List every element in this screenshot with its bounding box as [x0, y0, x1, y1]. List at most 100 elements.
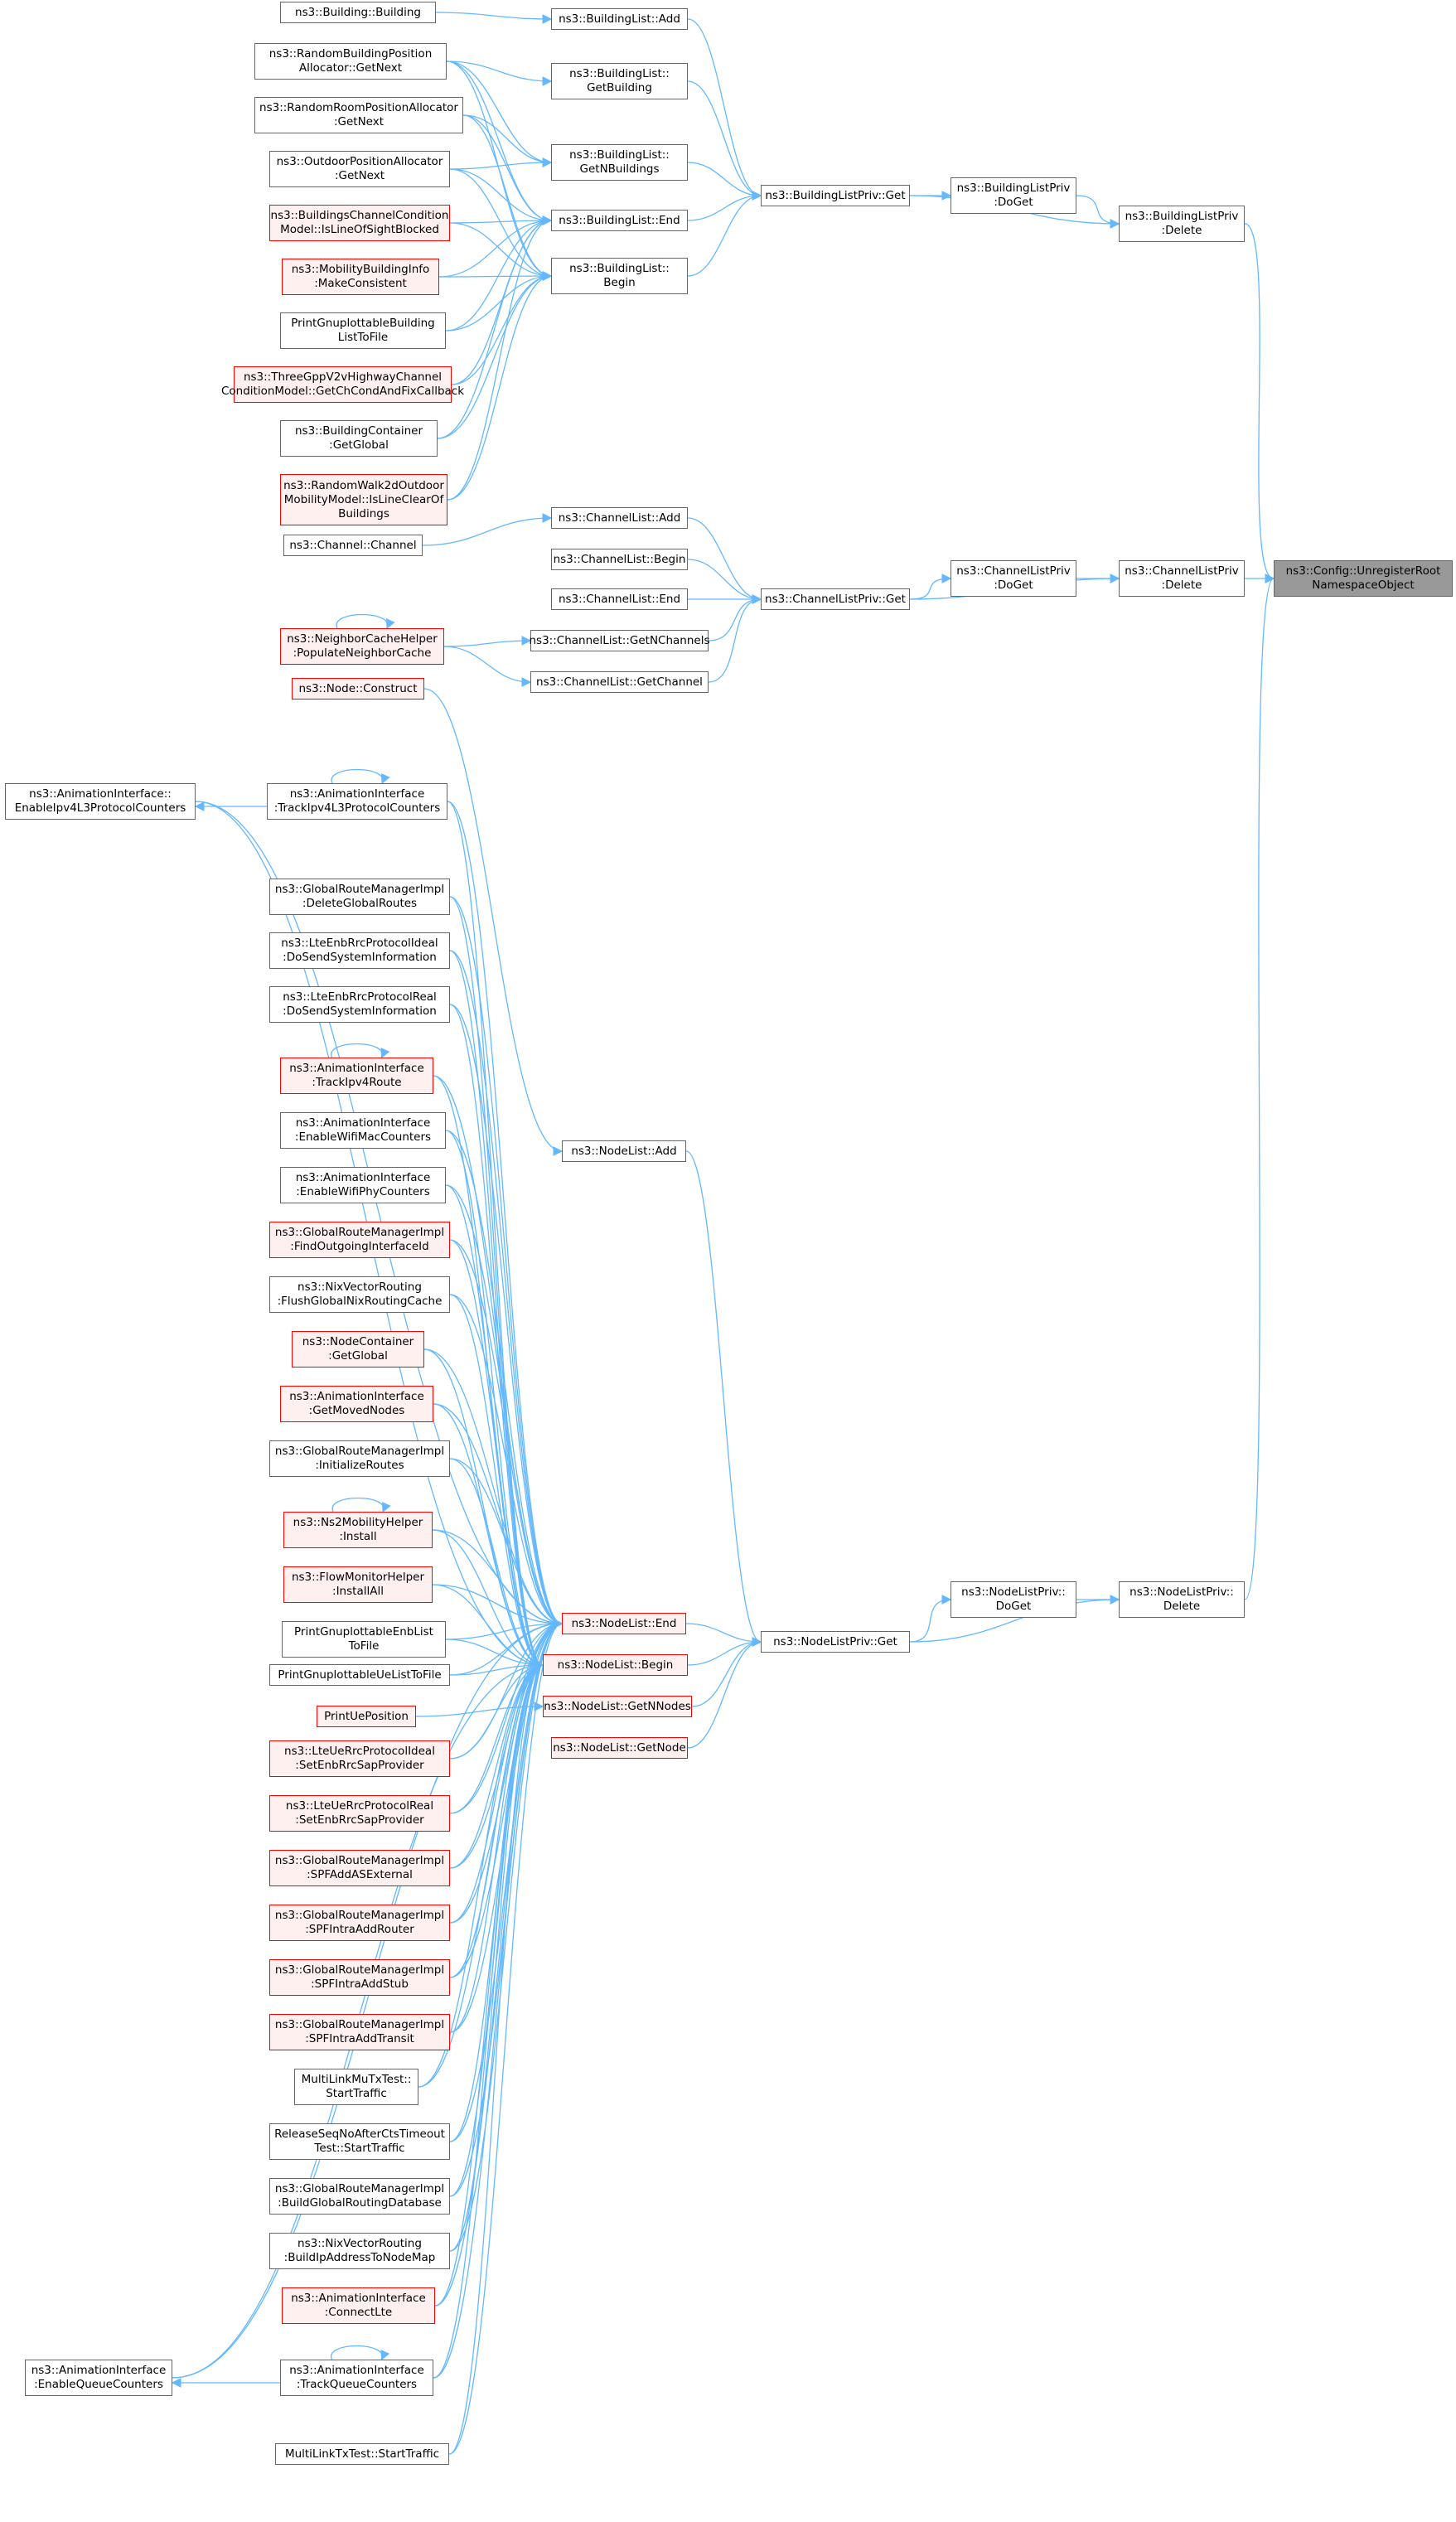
- node-label-line: ns3::GlobalRouteManagerImpl: [274, 1854, 445, 1867]
- graph-node-node-construct[interactable]: ns3::Node::Construct: [292, 678, 424, 699]
- graph-node-pg-ue[interactable]: PrintGnuplottableUeListToFile: [269, 1664, 450, 1686]
- graph-node-ai-moved[interactable]: ns3::AnimationInterface:GetMovedNodes: [280, 1386, 433, 1422]
- graph-node-nlp-delete[interactable]: ns3::NodeListPriv::Delete: [1119, 1581, 1245, 1618]
- call-edge: [446, 61, 553, 225]
- call-edge: [331, 1497, 391, 1513]
- node-label-line: DoGet: [995, 1600, 1032, 1613]
- graph-node-bl-getbuilding[interactable]: ns3::BuildingList::GetBuilding: [551, 63, 688, 99]
- graph-node-ml-start[interactable]: MultiLinkTxTest::StartTraffic: [275, 2443, 449, 2465]
- call-edge: [418, 1660, 544, 2088]
- graph-node-grm-find[interactable]: ns3::GlobalRouteManagerImpl:FindOutgoing…: [269, 1222, 450, 1258]
- graph-node-ns2-install[interactable]: ns3::Ns2MobilityHelper:Install: [283, 1512, 433, 1548]
- graph-node-lte-ideal-dosend[interactable]: ns3::LteEnbRrcProtocolIdeal:DoSendSystem…: [269, 932, 450, 969]
- graph-node-rrpa[interactable]: ns3::RandomRoomPositionAllocator:GetNext: [254, 97, 463, 133]
- graph-node-mbi[interactable]: ns3::MobilityBuildingInfo:MakeConsistent: [282, 259, 439, 295]
- graph-node-nl-begin[interactable]: ns3::NodeList::Begin: [543, 1654, 688, 1676]
- graph-node-ai-enable-ipv4[interactable]: ns3::AnimationInterface::EnableIpv4L3Pro…: [5, 783, 196, 820]
- node-label-line: :DoSendSystemInformation: [283, 951, 437, 964]
- graph-node-cl-getch[interactable]: ns3::ChannelList::GetChannel: [530, 671, 709, 693]
- graph-node-cl-end[interactable]: ns3::ChannelList::End: [551, 588, 688, 610]
- node-label-line: ns3::GlobalRouteManagerImpl: [274, 2018, 445, 2031]
- call-edge: [691, 1637, 762, 1707]
- graph-node-b-building[interactable]: ns3::Building::Building: [280, 2, 436, 23]
- call-edge: [449, 1239, 564, 1629]
- graph-node-grm-build[interactable]: ns3::GlobalRouteManagerImpl:BuildGlobalR…: [269, 2178, 450, 2215]
- graph-node-nl-add[interactable]: ns3::NodeList::Add: [562, 1140, 686, 1162]
- graph-node-ai-track-queue[interactable]: ns3::AnimationInterface:TrackQueueCounte…: [280, 2360, 433, 2396]
- call-edge: [445, 215, 553, 332]
- call-edge: [449, 215, 553, 225]
- node-label-line: ReleaseSeqNoAfterCtsTimeout: [274, 2127, 445, 2141]
- graph-node-grm-spf-router[interactable]: ns3::GlobalRouteManagerImpl:SPFIntraAddR…: [269, 1905, 450, 1941]
- graph-node-print-ue[interactable]: PrintUePosition: [317, 1706, 416, 1727]
- graph-node-clp-doget[interactable]: ns3::ChannelListPriv:DoGet: [951, 560, 1076, 597]
- node-label-line: :ConnectLte: [324, 2306, 393, 2319]
- graph-node-nc-global[interactable]: ns3::NodeContainer:GetGlobal: [292, 1331, 424, 1367]
- call-edge: [418, 1619, 564, 2088]
- node-label-line: ns3::FlowMonitorHelper: [291, 1571, 425, 1584]
- node-label-line: ns3::OutdoorPositionAllocator: [276, 155, 443, 168]
- node-label-line: ns3::ChannelList::GetNChannels: [529, 633, 710, 647]
- graph-node-mlmu[interactable]: MultiLinkMuTxTest::StartTraffic: [294, 2069, 418, 2105]
- graph-node-bl-end[interactable]: ns3::BuildingList::End: [551, 210, 688, 231]
- graph-node-bl-getn[interactable]: ns3::BuildingList::GetNBuildings: [551, 144, 688, 181]
- graph-node-ai-track-ipv4[interactable]: ns3::AnimationInterface:TrackIpv4L3Proto…: [267, 783, 447, 820]
- graph-node-nix-build[interactable]: ns3::NixVectorRouting:BuildIpAddressToNo…: [269, 2233, 450, 2269]
- node-label-line: ns3::NodeListPriv::: [961, 1585, 1066, 1599]
- graph-node-blp-delete[interactable]: ns3::BuildingListPriv:Delete: [1119, 206, 1245, 242]
- graph-node-opa[interactable]: ns3::OutdoorPositionAllocator:GetNext: [269, 151, 450, 187]
- graph-node-ai-track-route[interactable]: ns3::AnimationInterface:TrackIpv4Route: [280, 1058, 433, 1094]
- graph-node-nl-getn[interactable]: ns3::NodeList::GetNNodes: [543, 1696, 692, 1717]
- graph-node-grm-delete[interactable]: ns3::GlobalRouteManagerImpl:DeleteGlobal…: [269, 879, 450, 915]
- call-edge: [449, 1619, 564, 2252]
- graph-node-bl-begin[interactable]: ns3::BuildingList::Begin: [551, 258, 688, 294]
- graph-node-cl-begin[interactable]: ns3::ChannelList::Begin: [551, 549, 688, 570]
- graph-node-blp-doget[interactable]: ns3::BuildingListPriv:DoGet: [951, 177, 1076, 214]
- graph-node-ai-connectlte[interactable]: ns3::AnimationInterface:ConnectLte: [282, 2287, 435, 2324]
- graph-node-grm-spf-stub[interactable]: ns3::GlobalRouteManagerImpl:SPFIntraAddS…: [269, 1959, 450, 1996]
- graph-node-nlp-doget[interactable]: ns3::NodeListPriv::DoGet: [951, 1581, 1076, 1618]
- node-label-line: ns3::AnimationInterface: [289, 1390, 424, 1403]
- graph-node-ai-enable-queue[interactable]: ns3::AnimationInterface:EnableQueueCount…: [25, 2360, 172, 2396]
- graph-node-blp-get[interactable]: ns3::BuildingListPriv::Get: [761, 185, 910, 206]
- graph-node-fm-installall[interactable]: ns3::FlowMonitorHelper:InstallAll: [283, 1566, 433, 1603]
- graph-node-nl-end[interactable]: ns3::NodeList::End: [562, 1613, 686, 1634]
- node-label-line: GetNBuildings: [579, 162, 660, 176]
- graph-node-lte-ue-ideal[interactable]: ns3::LteUeRrcProtocolIdeal:SetEnbRrcSapP…: [269, 1740, 450, 1777]
- call-edge: [331, 768, 390, 785]
- graph-node-nix-flush[interactable]: ns3::NixVectorRouting:FlushGlobalNixRout…: [269, 1276, 450, 1313]
- graph-node-bl-add[interactable]: ns3::BuildingList::Add: [551, 8, 688, 30]
- call-edge: [447, 801, 564, 1629]
- node-label-line: ns3::NixVectorRouting: [297, 1280, 422, 1294]
- graph-node-nch[interactable]: ns3::NeighborCacheHelper:PopulateNeighbo…: [280, 628, 444, 665]
- node-label-line: :EnableWifiMacCounters: [294, 1130, 432, 1144]
- node-label-line: :FindOutgoingInterfaceId: [290, 1240, 429, 1253]
- node-label-line: :SPFIntraAddTransit: [305, 2032, 414, 2045]
- graph-node-grm-init[interactable]: ns3::GlobalRouteManagerImpl:InitializeRo…: [269, 1440, 450, 1477]
- graph-node-bc-global[interactable]: ns3::BuildingContainer:GetGlobal: [280, 420, 438, 457]
- graph-node-nlp-get[interactable]: ns3::NodeListPriv::Get: [761, 1631, 910, 1653]
- graph-node-cl-getn[interactable]: ns3::ChannelList::GetNChannels: [529, 630, 710, 651]
- graph-node-ch-channel[interactable]: ns3::Channel::Channel: [283, 535, 423, 556]
- graph-node-grm-spf-transit[interactable]: ns3::GlobalRouteManagerImpl:SPFIntraAddT…: [269, 2014, 450, 2050]
- graph-node-nl-getnode[interactable]: ns3::NodeList::GetNode: [551, 1737, 688, 1759]
- graph-node-ai-wifimac[interactable]: ns3::AnimationInterface:EnableWifiMacCou…: [280, 1112, 446, 1149]
- graph-node-cl-add[interactable]: ns3::ChannelList::Add: [551, 507, 688, 529]
- node-label-line: :DeleteGlobalRoutes: [302, 897, 418, 910]
- graph-node-clp-get[interactable]: ns3::ChannelListPriv::Get: [761, 588, 910, 610]
- graph-node-clp-delete[interactable]: ns3::ChannelListPriv:Delete: [1119, 560, 1245, 597]
- graph-node-grm-spf-ase[interactable]: ns3::GlobalRouteManagerImpl:SPFAddASExte…: [269, 1850, 450, 1886]
- graph-node-lte-real-dosend[interactable]: ns3::LteEnbRrcProtocolReal:DoSendSystemI…: [269, 986, 450, 1023]
- graph-node-ai-wifiphy[interactable]: ns3::AnimationInterface:EnableWifiPhyCou…: [280, 1167, 446, 1203]
- node-label-line: ns3::BuildingList::: [569, 148, 670, 162]
- node-label-line: ns3::Node::Construct: [298, 681, 418, 695]
- graph-node-lte-ue-real[interactable]: ns3::LteUeRrcProtocolReal:SetEnbRrcSapPr…: [269, 1795, 450, 1832]
